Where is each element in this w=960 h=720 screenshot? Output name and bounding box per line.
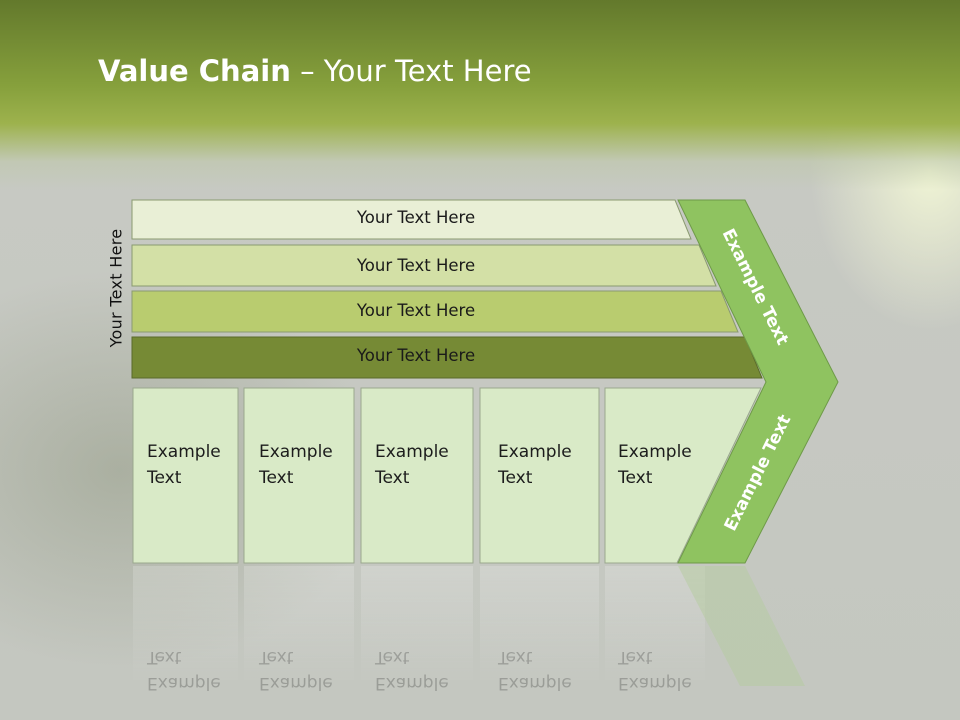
reflected-text-5: Text: [374, 647, 410, 667]
bar-4: [131, 336, 763, 379]
column-2-line2: Text: [259, 468, 294, 488]
column-5-line2: Text: [618, 468, 653, 488]
reflected-text-8: Example: [498, 673, 572, 693]
reflected-text-10: Example: [618, 673, 692, 693]
reflected-text-4: Example: [259, 673, 333, 693]
slide-title: Value Chain – Your Text Here: [98, 54, 532, 88]
title-rest: – Your Text Here: [290, 54, 532, 88]
column-2-line1: Example: [259, 442, 333, 462]
column-2: [243, 387, 355, 564]
column-5-line1: Example: [618, 442, 692, 462]
reflected-text-6: Example: [375, 673, 449, 693]
bar-2: [131, 244, 717, 287]
title-band: [0, 0, 960, 190]
reflected-text-1: Text: [146, 647, 182, 667]
column-1-line2: Text: [147, 468, 182, 488]
column-1-line1: Example: [147, 442, 221, 462]
bar-1: [131, 199, 692, 240]
bar-3: [131, 290, 739, 333]
bar-2-label: Your Text Here: [356, 256, 476, 275]
column-3-line1: Example: [375, 442, 449, 462]
reflection: [133, 566, 805, 686]
title-bold: Value Chain: [98, 54, 291, 88]
column-4-line1: Example: [498, 442, 572, 462]
reflected-text-9: Text: [617, 647, 653, 667]
column-1: [132, 387, 239, 564]
reflected-text-7: Text: [497, 647, 533, 667]
reflected-text-2: Example: [147, 673, 221, 693]
column-3: [360, 387, 474, 564]
reflected-labels: Text Example Text Example Text Example T…: [146, 647, 692, 693]
bar-1-label: Your Text Here: [356, 208, 476, 227]
column-4-line2: Text: [498, 468, 533, 488]
bar-4-label: Your Text Here: [356, 346, 476, 365]
column-4: [479, 387, 600, 564]
column-3-line2: Text: [375, 468, 410, 488]
column-5: [604, 387, 762, 564]
bar-3-label: Your Text Here: [356, 301, 476, 320]
chevron-arrow: [677, 199, 839, 564]
reflected-text-3: Text: [258, 647, 294, 667]
